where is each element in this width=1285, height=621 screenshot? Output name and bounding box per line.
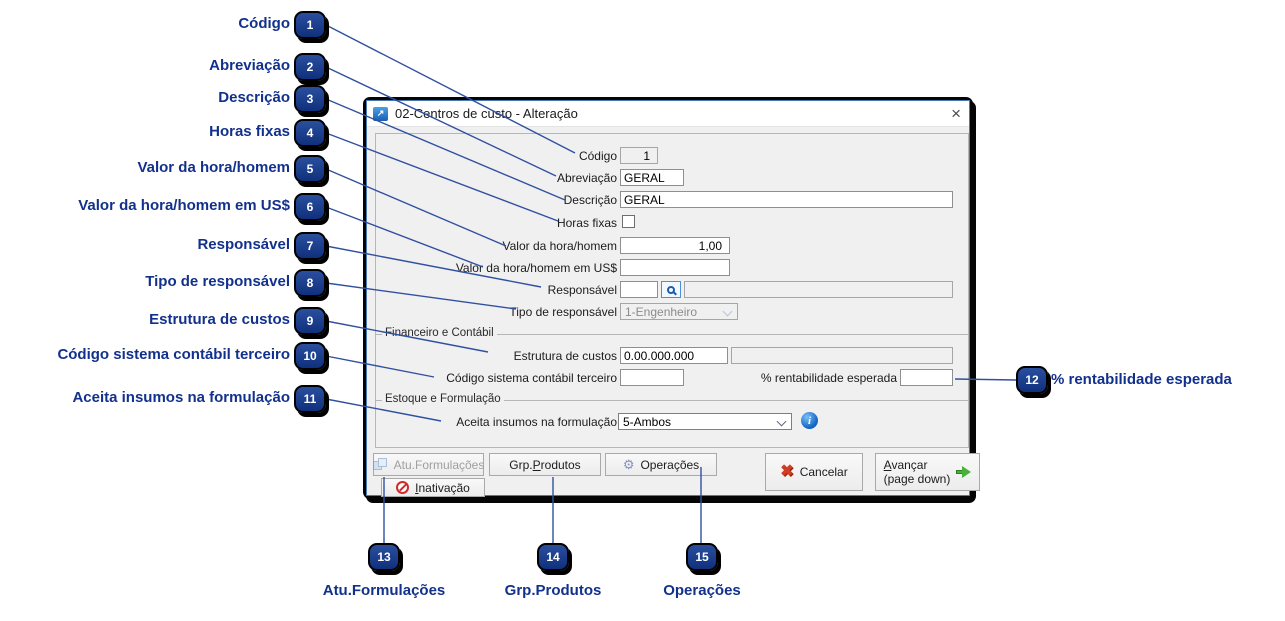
callout-label-descricao: Descrição — [218, 89, 290, 106]
callout-label-tipo-responsavel: Tipo de responsável — [145, 273, 290, 290]
rentabilidade-esperada-label: % rentabilidade esperada — [760, 371, 897, 385]
dialog-body: Financeiro e Contábil Estoque e Formulaç… — [367, 127, 980, 497]
callout-badge-1: 1 — [294, 11, 326, 39]
tipo-responsavel-combo: 1-Engenheiro — [620, 303, 738, 320]
codigo-label: Código — [578, 149, 617, 163]
group-estoque-label: Estoque e Formulação — [382, 393, 504, 405]
operacoes-button[interactable]: ⚙ Operações — [605, 453, 717, 476]
operacoes-button-label: Operações — [640, 457, 700, 472]
chevron-down-icon — [776, 416, 787, 427]
callout-badge-9: 9 — [294, 307, 326, 335]
callout-badge-3: 3 — [294, 85, 326, 113]
callout-label-codigo: Código — [238, 15, 290, 32]
callout-badge-15: 15 — [686, 543, 718, 571]
callout-label-aceita-insumos: Aceita insumos na formulação — [72, 389, 290, 406]
group-financeiro-separator: Financeiro e Contábil — [376, 327, 968, 339]
abreviacao-field[interactable]: GERAL — [620, 169, 684, 186]
inactivate-icon — [394, 480, 410, 494]
callout-badge-6: 6 — [294, 193, 326, 221]
cancelar-button[interactable]: ✖ Cancelar — [765, 453, 863, 491]
callout-badge-13: 13 — [368, 543, 400, 571]
responsavel-code-field[interactable] — [620, 281, 658, 298]
avancar-button[interactable]: Avançar (page down) — [875, 453, 980, 491]
callout-label-abreviacao: Abreviação — [209, 57, 290, 74]
valor-hora-homem-label: Valor da hora/homem — [502, 239, 617, 253]
callout-label-horas-fixas: Horas fixas — [209, 123, 290, 140]
callout-badge-4: 4 — [294, 119, 326, 147]
formulations-icon — [372, 458, 388, 471]
aceita-insumos-value: 5-Ambos — [623, 415, 672, 429]
dialog-inner: ↗ 02-Centros de custo - Alteração × Fina… — [366, 100, 980, 497]
window-icon: ↗ — [373, 106, 388, 121]
search-icon — [667, 285, 675, 294]
rentabilidade-esperada-field[interactable] — [900, 369, 953, 386]
aceita-insumos-label: Aceita insumos na formulação — [456, 415, 617, 429]
callout-label-rentabilidade: % rentabilidade esperada — [1051, 371, 1232, 388]
callout-badge-14: 14 — [537, 543, 569, 571]
info-icon[interactable]: i — [801, 412, 818, 429]
abreviacao-label: Abreviação — [556, 171, 617, 185]
responsavel-label: Responsável — [547, 283, 617, 297]
inativacao-button[interactable]: Inativação — [381, 478, 485, 497]
callout-label-valor-hora-usd: Valor da hora/homem em US$ — [78, 197, 290, 214]
callout-badge-11: 11 — [294, 385, 326, 413]
callout-badge-7: 7 — [294, 232, 326, 260]
codigo-sistema-contabil-label: Código sistema contábil terceiro — [446, 371, 617, 385]
callout-label-atu-formulacoes: Atu.Formulações — [322, 582, 446, 599]
codigo-field: 1 — [620, 147, 658, 164]
atu-formulacoes-button: Atu.Formulações — [372, 453, 485, 476]
advance-arrow-icon — [956, 466, 972, 478]
callout-badge-12: 12 — [1016, 366, 1048, 394]
window-title: 02-Centros de custo - Alteração — [395, 106, 578, 121]
codigo-sistema-contabil-field[interactable] — [620, 369, 684, 386]
tipo-responsavel-value: 1-Engenheiro — [625, 305, 698, 319]
dialog-window: ↗ 02-Centros de custo - Alteração × Fina… — [363, 97, 980, 499]
estrutura-custos-label: Estrutura de custos — [513, 349, 617, 363]
horas-fixas-checkbox[interactable] — [622, 215, 635, 228]
descricao-label: Descrição — [563, 193, 617, 207]
callout-label-cod-sistema: Código sistema contábil terceiro — [57, 346, 290, 363]
callout-label-grp-produtos: Grp.Produtos — [504, 582, 602, 599]
descricao-field[interactable]: GERAL — [620, 191, 953, 208]
avancar-button-label: Avançar (page down) — [883, 458, 951, 486]
title-bar: ↗ 02-Centros de custo - Alteração × — [367, 101, 969, 127]
callout-label-responsavel: Responsável — [197, 236, 290, 253]
atu-formulacoes-button-label: Atu.Formulações — [393, 457, 485, 472]
callout-label-operacoes: Operações — [663, 582, 741, 599]
valor-hora-homem-usd-field[interactable] — [620, 259, 730, 276]
valor-hora-homem-field[interactable]: 1,00 — [620, 237, 730, 254]
responsavel-name-field — [684, 281, 953, 298]
aceita-insumos-combo[interactable]: 5-Ambos — [618, 413, 792, 430]
gear-icon: ⚙ — [622, 457, 635, 472]
callout-badge-10: 10 — [294, 342, 326, 370]
callout-badge-2: 2 — [294, 53, 326, 81]
chevron-down-icon — [722, 306, 733, 317]
group-financeiro-label: Financeiro e Contábil — [382, 327, 497, 339]
estrutura-custos-desc-field — [731, 347, 953, 364]
cancel-x-icon: ✖ — [780, 463, 794, 480]
horas-fixas-label: Horas fixas — [556, 216, 617, 230]
estrutura-custos-field[interactable]: 0.00.000.000 — [620, 347, 728, 364]
callout-badge-5: 5 — [294, 155, 326, 183]
valor-hora-homem-usd-label: Valor da hora/homem em US$ — [455, 261, 617, 275]
callout-label-valor-hora: Valor da hora/homem — [137, 159, 290, 176]
inativacao-button-label: Inativação — [415, 480, 470, 495]
group-estoque-separator: Estoque e Formulação — [376, 393, 968, 405]
callout-badge-8: 8 — [294, 269, 326, 297]
responsavel-lookup-button[interactable] — [661, 281, 681, 298]
tipo-responsavel-label: Tipo de responsável — [509, 305, 617, 319]
cancelar-button-label: Cancelar — [799, 465, 848, 479]
grp-produtos-button-label: Grp.Produtos — [509, 457, 581, 472]
grp-produtos-button[interactable]: Grp.Produtos — [489, 453, 601, 476]
callout-label-estrutura: Estrutura de custos — [149, 311, 290, 328]
close-icon[interactable]: × — [951, 104, 961, 123]
